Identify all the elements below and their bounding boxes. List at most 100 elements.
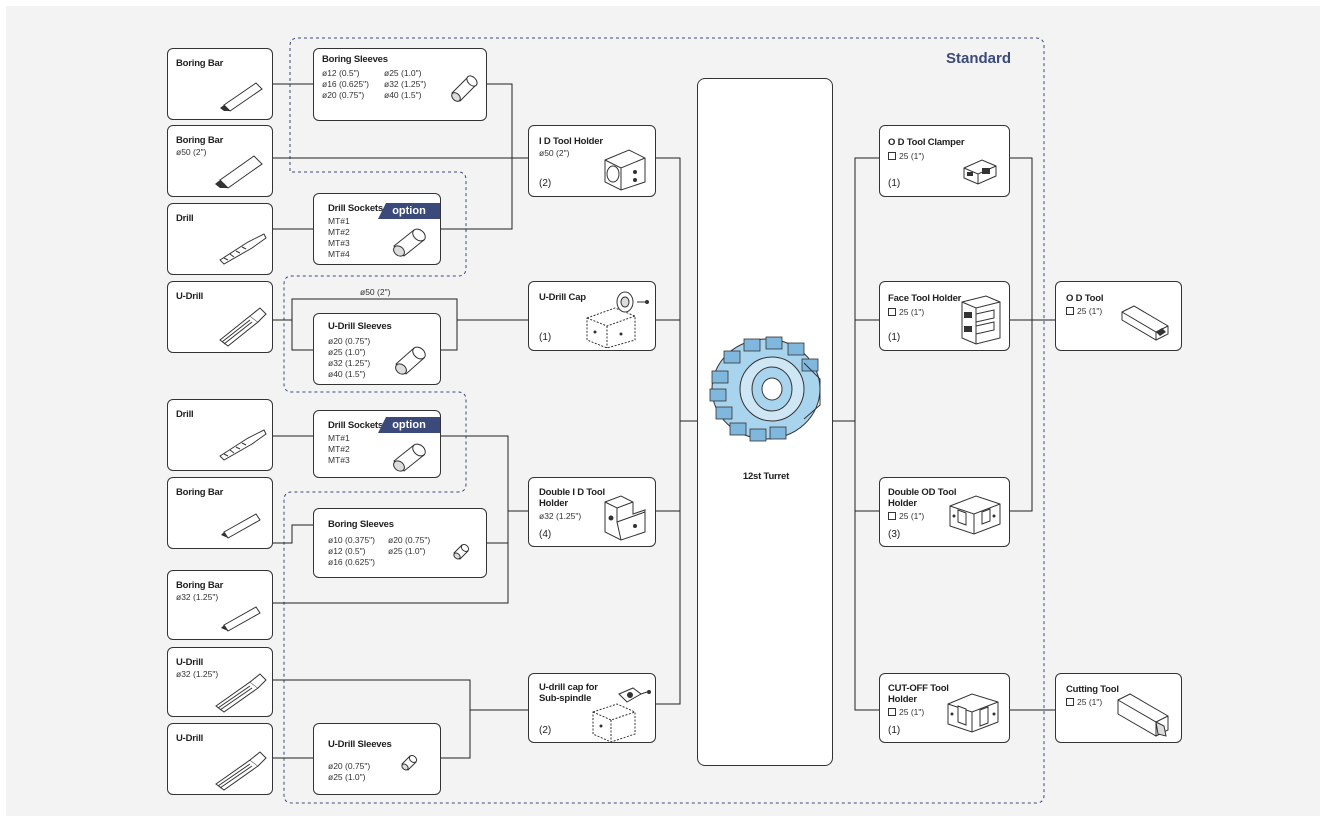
boring-bar-icon <box>221 606 261 632</box>
holder-qty: (4) <box>539 529 552 540</box>
boring-bar-spec: ø50 (2") <box>176 147 207 157</box>
boring-bar-box[interactable]: Boring Bar <box>167 477 273 549</box>
double-id-holder-icon <box>604 495 646 541</box>
drill-icon <box>219 429 267 461</box>
holder-title: I D Tool Holder <box>539 136 603 147</box>
socket-icon <box>393 443 426 472</box>
sleeve-size: ø10 (0.375") <box>328 535 375 545</box>
socket-size: MT#4 <box>328 249 350 259</box>
holder-title: Holder <box>539 498 568 509</box>
sleeve-icon <box>401 755 418 771</box>
socket-size: MT#2 <box>328 227 350 237</box>
socket-size: MT#3 <box>328 455 350 465</box>
sleeve-size: ø25 (1.0") <box>388 546 426 556</box>
holder-qty: (3) <box>888 529 901 540</box>
socket-size: MT#1 <box>328 433 350 443</box>
option-badge: option <box>378 203 440 219</box>
od-tool-clamper-box[interactable]: O D Tool Clamper 25 (1") (1) <box>879 125 1010 197</box>
sleeve-size: ø20 (0.75") <box>322 90 365 100</box>
square-icon <box>888 307 896 316</box>
u-drill-title: U-Drill <box>176 657 204 668</box>
sleeve-size: ø40 (1.5") <box>328 369 366 379</box>
u-drill-cap-box[interactable]: U-Drill Cap (1) <box>528 281 656 351</box>
drill-title: Drill <box>176 409 194 420</box>
holder-qty: (2) <box>539 178 552 189</box>
boring-bar-title: Boring Bar <box>176 580 224 591</box>
drill-box[interactable]: Drill <box>167 203 273 275</box>
boring-bar-title: Boring Bar <box>176 135 224 146</box>
socket-icon <box>393 228 426 257</box>
holder-title: CUT-OFF Tool <box>888 683 949 694</box>
boring-bar-box[interactable]: Boring Bar <box>167 48 273 120</box>
tool-title: Cutting Tool <box>1066 684 1119 695</box>
u-drill-box[interactable]: U-Drill <box>167 723 273 795</box>
cutting-tool-box[interactable]: Cutting Tool 25 (1") <box>1055 673 1182 743</box>
u-drill-title: U-Drill <box>176 291 204 302</box>
u-drill-cap-sub-spindle-box[interactable]: U-drill cap for Sub-spindle (2) <box>528 673 656 743</box>
u-drill-sleeves-title: U-Drill Sleeves <box>328 321 392 332</box>
boring-sleeves-box[interactable]: Boring Sleeves ø10 (0.375") ø12 (0.5") ø… <box>313 508 487 578</box>
holder-spec: 25 (1") <box>888 307 924 318</box>
u-drill-icon <box>219 307 267 347</box>
sleeve-size: ø16 (0.625") <box>328 557 375 567</box>
tool-spec: 25 (1") <box>1066 306 1102 317</box>
drill-box[interactable]: Drill <box>167 399 273 471</box>
boring-bar-spec: ø32 (1.25") <box>176 592 219 602</box>
od-tool-box[interactable]: O D Tool 25 (1") <box>1055 281 1182 351</box>
tool-title: O D Tool <box>1066 293 1104 304</box>
u-drill-diameter: ø50 (2") <box>360 287 391 297</box>
holder-qty: (1) <box>539 332 552 343</box>
holder-title: Sub-spindle <box>539 693 592 704</box>
holder-qty: (1) <box>888 178 901 189</box>
holder-spec: 25 (1") <box>888 511 924 522</box>
u-drill-icon <box>215 673 267 713</box>
boring-sleeves-box[interactable]: Boring Sleeves ø12 (0.5") ø16 (0.625") ø… <box>313 48 487 121</box>
double-od-tool-holder-box[interactable]: Double OD Tool Holder 25 (1") (3) <box>879 477 1010 547</box>
holder-qty: (1) <box>888 332 901 343</box>
holder-title: Face Tool Holder <box>888 293 962 304</box>
sleeve-icon <box>395 346 426 375</box>
holder-spec: 25 (1") <box>888 151 924 162</box>
holder-spec: 25 (1") <box>888 707 924 718</box>
sleeve-size: ø12 (0.5") <box>328 546 366 556</box>
u-drill-spec: ø32 (1.25") <box>176 669 219 679</box>
id-tool-holder-box[interactable]: I D Tool Holder ø50 (2") (2) <box>528 125 656 197</box>
sleeve-size: ø25 (1.0") <box>328 347 366 357</box>
boring-bar-box[interactable]: Boring Bar ø32 (1.25") <box>167 570 273 640</box>
square-icon <box>1066 697 1074 706</box>
holder-title: U-drill cap for <box>539 682 598 693</box>
boring-sleeves-title: Boring Sleeves <box>328 519 394 530</box>
boring-bar-icon <box>221 513 261 539</box>
u-drill-sleeves-box[interactable]: U-Drill Sleeves ø20 (0.75") ø25 (1.0") ø… <box>313 313 441 385</box>
u-drill-icon <box>215 751 267 791</box>
u-drill-sleeves-box[interactable]: U-Drill Sleeves ø20 (0.75") ø25 (1.0") <box>313 723 441 795</box>
square-icon <box>1066 306 1074 315</box>
id-holder-icon <box>604 149 646 191</box>
boring-bar-title: Boring Bar <box>176 58 224 69</box>
u-drill-title: U-Drill <box>176 733 204 744</box>
boring-bar-icon <box>215 155 263 189</box>
cut-off-tool-holder-box[interactable]: CUT-OFF Tool Holder 25 (1") (1) <box>879 673 1010 743</box>
boring-bar-box[interactable]: Boring Bar ø50 (2") <box>167 125 273 197</box>
od-clamper-icon <box>963 159 997 185</box>
double-od-holder-icon <box>949 495 1001 535</box>
holder-spec: ø32 (1.25") <box>539 511 582 521</box>
sleeve-icon <box>453 544 470 560</box>
u-drill-box[interactable]: U-Drill <box>167 281 273 353</box>
boring-bar-icon <box>220 82 263 112</box>
turret-icon <box>709 336 821 442</box>
turret-box[interactable]: 12st Turret <box>697 78 833 766</box>
od-tool-icon <box>1121 305 1169 341</box>
socket-size: MT#1 <box>328 216 350 226</box>
double-id-tool-holder-box[interactable]: Double I D Tool Holder ø32 (1.25") (4) <box>528 477 656 547</box>
drill-sockets-title: Drill Sockets <box>328 420 383 431</box>
drill-icon <box>219 233 267 265</box>
option-badge: option <box>378 417 440 433</box>
u-drill-box[interactable]: U-Drill ø32 (1.25") <box>167 647 273 717</box>
socket-size: MT#3 <box>328 238 350 248</box>
sleeve-size: ø20 (0.75") <box>328 761 371 771</box>
u-drill-sleeves-title: U-Drill Sleeves <box>328 739 392 750</box>
holder-title: Holder <box>888 694 917 705</box>
face-tool-holder-box[interactable]: Face Tool Holder 25 (1") (1) <box>879 281 1010 351</box>
sleeve-size: ø40 (1.5") <box>384 90 422 100</box>
